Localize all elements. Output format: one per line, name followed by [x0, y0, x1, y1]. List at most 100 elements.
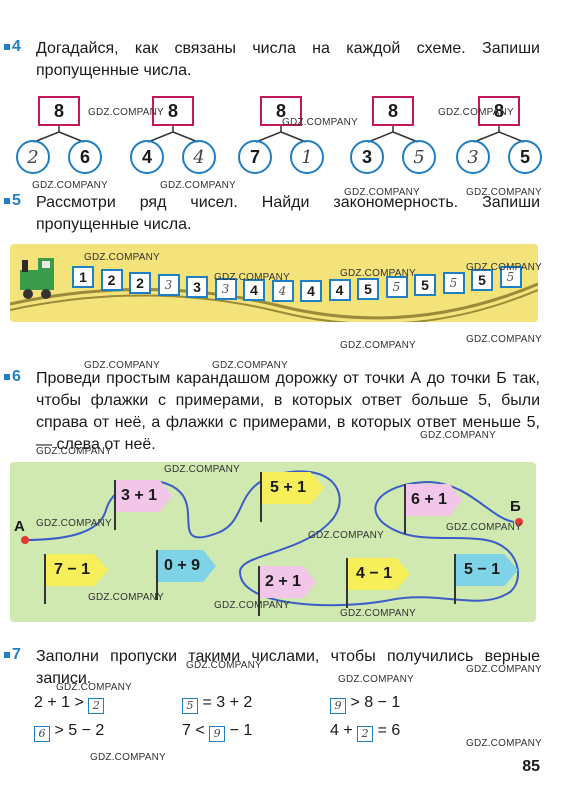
watermark: GDZ.COMPANY [438, 107, 514, 118]
train-car: 5 [414, 274, 436, 297]
task-5-number: 5 [4, 192, 21, 210]
task-7-text: Заполни пропуски такими числами, чтобы п… [36, 648, 540, 687]
scheme-right-circle: 1 [290, 140, 324, 174]
train-car: 2 [129, 271, 151, 294]
watermark: GDZ.COMPANY [88, 107, 164, 118]
point-b-dot [515, 518, 523, 526]
watermark: GDZ.COMPANY [344, 187, 420, 198]
scheme-total-box: 8 [372, 96, 414, 126]
scheme-left-circle: 4 [130, 140, 164, 174]
train-car: 3 [214, 278, 237, 301]
watermark: GDZ.COMPANY [466, 664, 542, 675]
watermark: GDZ.COMPANY [338, 674, 414, 685]
scheme-left-circle: 2 [16, 140, 50, 174]
answer-box: 9 [209, 726, 226, 742]
point-a-label: А [14, 518, 25, 535]
task-7-number: 7 [4, 646, 21, 664]
answer-box: 5 [182, 698, 198, 714]
scheme-total-box: 8 [478, 96, 520, 126]
train-car: 5 [471, 268, 493, 291]
scheme-right-circle: 5 [402, 140, 436, 174]
train-car: 3 [186, 276, 208, 299]
watermark: GDZ.COMPANY [90, 752, 166, 763]
answer-box: 6 [34, 726, 50, 742]
watermark: GDZ.COMPANY [32, 180, 108, 191]
watermark: GDZ.COMPANY [214, 600, 290, 611]
scheme-total-box: 8 [38, 96, 80, 126]
watermark: GDZ.COMPANY [84, 252, 160, 263]
train-car: 4 [328, 279, 351, 302]
watermark: GDZ.COMPANY [56, 682, 132, 693]
scheme-right-circle: 6 [68, 140, 102, 174]
equation-3: 9 > 8 − 1 [330, 694, 400, 714]
equation-6: 4 + 2 = 6 [330, 722, 401, 742]
train-car: 5 [499, 266, 522, 288]
watermark: GDZ.COMPANY [88, 592, 164, 603]
watermark: GDZ.COMPANY [308, 530, 384, 541]
flag: 2 + 1 [260, 566, 316, 598]
watermark: GDZ.COMPANY [466, 187, 542, 198]
answer-box: 2 [88, 698, 105, 714]
train-car: 3 [157, 274, 180, 297]
scheme-right-circle: 4 [182, 140, 216, 174]
flag-pole [454, 554, 456, 604]
task-4-text: Догадайся, как связаны числа на каждой с… [36, 40, 540, 79]
task-6-number: 6 [4, 368, 21, 386]
train-car: 4 [243, 279, 265, 302]
watermark: GDZ.COMPANY [212, 360, 288, 371]
flag: 7 − 1 [46, 554, 108, 586]
watermark: GDZ.COMPANY [420, 430, 496, 441]
watermark: GDZ.COMPANY [446, 522, 522, 533]
watermark: GDZ.COMPANY [164, 464, 240, 475]
flag: 5 − 1 [456, 554, 518, 586]
task-5-text: Рассмотри ряд чисел. Найди закономерност… [36, 194, 540, 233]
flag: 4 − 1 [348, 558, 410, 590]
equation-1: 2 + 1 > 2 [34, 694, 105, 714]
flag-pole [258, 566, 260, 616]
train-car: 5 [385, 276, 408, 299]
flag-pole [44, 554, 46, 604]
watermark: GDZ.COMPANY [282, 117, 358, 128]
watermark: GDZ.COMPANY [340, 268, 416, 279]
flag-pole [346, 558, 348, 608]
scheme-left-circle: 7 [238, 140, 272, 174]
equation-4: 6 > 5 − 2 [34, 722, 104, 742]
flag: 0 + 9 [158, 550, 216, 582]
flag: 6 + 1 [406, 484, 462, 516]
point-a-dot [21, 536, 29, 544]
scheme-left-circle: 3 [456, 140, 490, 174]
rail-track [10, 282, 538, 322]
watermark: GDZ.COMPANY [160, 180, 236, 191]
equation-5: 7 < 9 − 1 [182, 722, 253, 742]
task-4-number: 4 [4, 38, 21, 56]
watermark: GDZ.COMPANY [340, 608, 416, 619]
flag: 3 + 1 [116, 480, 172, 512]
watermark: GDZ.COMPANY [340, 340, 416, 351]
scheme-total-box: 8 [260, 96, 302, 126]
train-car: 1 [72, 266, 94, 288]
task-6-text: Проведи простым карандашом дорожку от то… [36, 370, 540, 453]
page-number: 85 [522, 758, 540, 775]
watermark: GDZ.COMPANY [466, 262, 542, 273]
locomotive-icon [20, 258, 54, 299]
watermark: GDZ.COMPANY [214, 272, 290, 283]
point-b-label: Б [510, 498, 521, 515]
flag: 5 + 1 [262, 472, 324, 504]
watermark: GDZ.COMPANY [36, 518, 112, 529]
flag-pole [156, 550, 158, 600]
watermark: GDZ.COMPANY [466, 738, 542, 749]
watermark: GDZ.COMPANY [36, 446, 112, 457]
train-car: 4 [271, 279, 294, 302]
equation-2: 5 = 3 + 2 [182, 694, 252, 714]
train-car: 5 [357, 278, 379, 301]
train-car: 2 [100, 268, 123, 291]
train-car: 4 [300, 279, 322, 302]
flag-pole [114, 480, 116, 530]
pencil-path [23, 470, 519, 607]
answer-box: 2 [357, 726, 374, 742]
